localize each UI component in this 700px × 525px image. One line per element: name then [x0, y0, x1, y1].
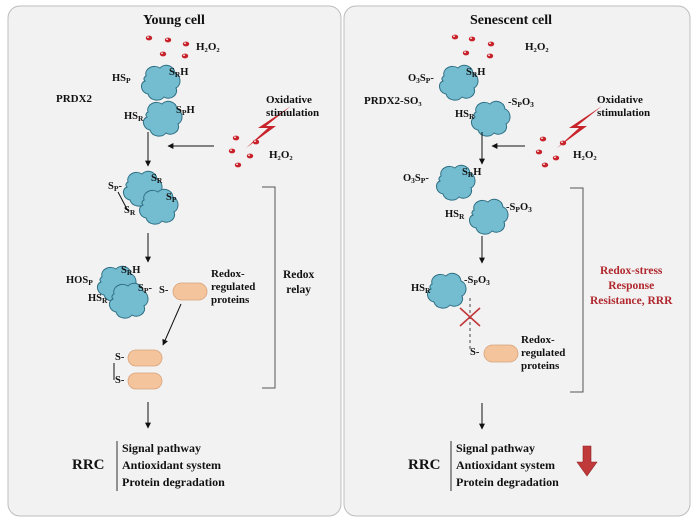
prdx2-so3-label: PRDX2-SO₃	[364, 95, 422, 107]
rrc-label: RRC	[72, 457, 105, 473]
sulfenic-hs-r: HSR	[88, 293, 108, 305]
redox-protein-icon	[172, 282, 208, 301]
sulfenic-s-r-h: SRH	[121, 265, 141, 277]
protein-thiol: S-	[159, 285, 169, 296]
senescent-panel	[343, 5, 691, 517]
thiol-hs-r: HSR	[411, 283, 431, 295]
thiol-s-r-h: SRH	[466, 67, 486, 79]
prdx2-label: PRDX2	[56, 93, 93, 105]
disulfide-s-r-top: SR	[151, 173, 163, 185]
prdx2-protein-icon	[117, 170, 179, 225]
protein-s-top: S-	[115, 352, 125, 363]
disulfide-s-p-right: SP	[166, 192, 177, 204]
protein-thiol: S-	[470, 347, 480, 358]
redox-protein-icon	[483, 344, 519, 363]
h2o2-side-label: H₂O₂	[269, 149, 293, 161]
sulfenic-s-p: SP-	[138, 283, 152, 295]
thiol-s-p-h: SPH	[176, 105, 195, 117]
thiol-s-r-h: SRH	[462, 167, 482, 179]
young-panel	[7, 5, 342, 517]
relay-bracket	[262, 186, 276, 389]
lightning-bolt-icon	[557, 106, 602, 148]
disulfide-s-p: SP-	[108, 181, 122, 193]
senescent-cell-title: Senescent cell	[470, 13, 553, 28]
sulfonic-o3-s-p: O3SP-	[408, 73, 434, 85]
rrc-label: RRC	[408, 457, 441, 473]
disulfide-s-r-bottom: SR	[124, 205, 136, 217]
sulfonic-s-p-o3: -SPO3	[508, 97, 534, 109]
h2o2-side-label: H₂O₂	[573, 149, 597, 161]
relay-bracket	[570, 187, 584, 393]
redox-protein-icon	[113, 349, 163, 390]
sulfonic-s-p-o3: -SPO3	[464, 275, 490, 287]
thiol-hs-r: HSR	[124, 111, 144, 123]
thiol-s-r-h: SRH	[169, 67, 189, 79]
down-arrow-icon	[576, 445, 598, 477]
block-x-icon	[459, 307, 481, 327]
sulfonic-o3-s-p: O3SP-	[403, 173, 429, 185]
arrow	[162, 303, 182, 346]
sulfenic-hos-p: HOSP	[66, 275, 93, 287]
h2o2-label: H₂O₂	[196, 41, 220, 53]
protein-s-bottom: S-	[115, 375, 125, 386]
sulfonic-s-p-o3: -SPO3	[506, 202, 532, 214]
thiol-hs-r: HSR	[455, 109, 475, 121]
h2o2-label: H₂O₂	[525, 41, 549, 53]
lightning-bolt-icon	[246, 106, 291, 148]
young-cell-title: Young cell	[143, 13, 205, 28]
thiol-hs-r: HSR	[445, 209, 465, 221]
thiol-hs-p: HSP	[112, 73, 131, 85]
